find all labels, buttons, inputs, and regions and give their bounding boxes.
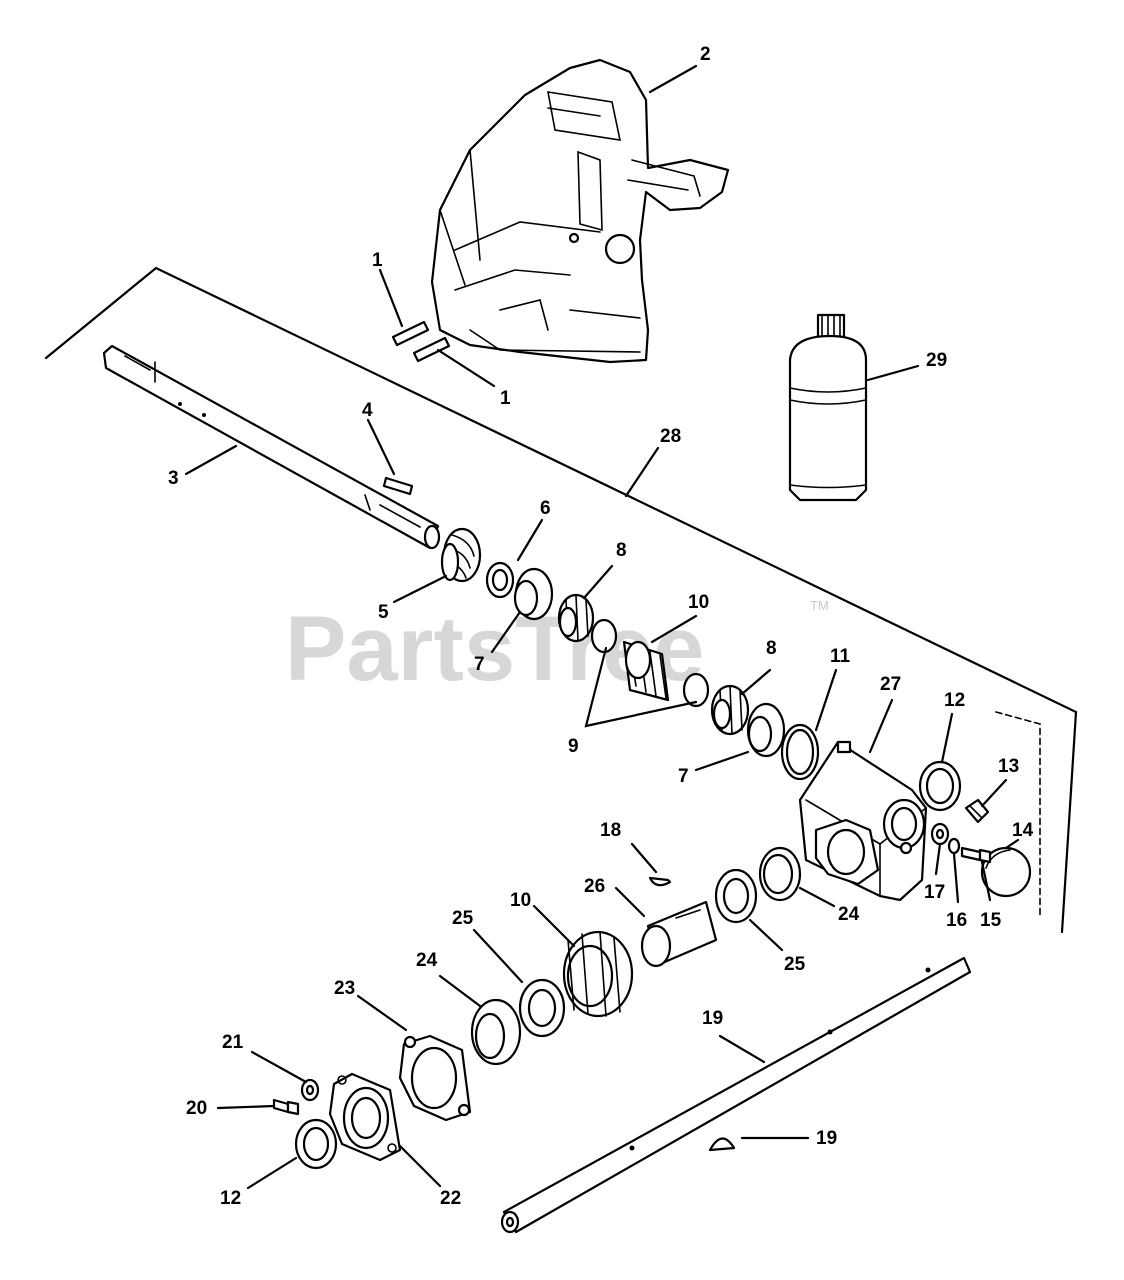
callout-10-lower: 10 <box>510 890 531 911</box>
callout-13: 13 <box>998 756 1019 777</box>
part-2-housing <box>430 58 730 364</box>
part-26-hub <box>640 900 718 968</box>
part-6-washer <box>485 561 515 599</box>
callout-26: 26 <box>584 876 605 897</box>
part-10-worm <box>622 640 670 702</box>
callout-5: 5 <box>378 602 389 623</box>
callout-20: 20 <box>186 1098 207 1119</box>
part-21-lockwasher <box>300 1078 320 1102</box>
callout-17: 17 <box>924 882 945 903</box>
callout-8-lower: 8 <box>766 638 777 659</box>
gearbox-assembly-bracket <box>44 266 1078 934</box>
callout-18: 18 <box>600 820 621 841</box>
part-11-snap-ring <box>780 723 820 781</box>
callout-24-lower: 24 <box>416 950 438 971</box>
callout-15: 15 <box>980 910 1002 931</box>
callout-19-upper: 19 <box>702 1008 723 1029</box>
callout-28: 28 <box>660 426 681 447</box>
callout-25-upper: 25 <box>784 954 806 975</box>
callout-12-lower: 12 <box>220 1188 241 1209</box>
part-24-bushing-upper <box>758 846 802 902</box>
callout-29: 29 <box>926 350 947 371</box>
part-16-lockwasher <box>947 837 961 855</box>
part-19-key <box>708 1137 736 1152</box>
callout-2: 2 <box>700 44 711 65</box>
callout-11: 11 <box>830 646 851 667</box>
part-8-bearing-cone-upper <box>557 593 595 643</box>
part-18-key <box>648 876 672 887</box>
part-12-seal-upper <box>918 760 962 812</box>
part-27-gear-housing <box>798 740 928 902</box>
callout-9: 9 <box>568 736 579 757</box>
part-29-lubricant-bottle <box>788 313 868 502</box>
callout-12-upper: 12 <box>944 690 965 711</box>
callout-19-lower: 19 <box>816 1128 837 1149</box>
callout-25-lower: 25 <box>452 908 474 929</box>
part-25-washer-lower <box>518 978 566 1038</box>
part-17-washer <box>930 822 950 846</box>
part-1-pins <box>391 320 451 363</box>
callout-labels: 1 1 2 3 4 5 6 7 7 8 8 9 10 10 11 12 12 1… <box>168 44 1034 1209</box>
part-5-worm-spring <box>440 527 482 583</box>
leader-lines <box>184 64 1020 1190</box>
part-19-output-shaft <box>500 956 972 1234</box>
watermark-trademark: TM <box>810 598 829 613</box>
callout-16: 16 <box>946 910 967 931</box>
callout-4: 4 <box>362 400 373 421</box>
part-3-input-shaft <box>102 344 441 550</box>
callout-7-lower: 7 <box>678 766 689 787</box>
part-23-gasket <box>398 1034 472 1122</box>
part-9-spacers <box>590 618 710 708</box>
part-8-bearing-cone-lower <box>710 684 750 736</box>
part-10-worm-gear <box>562 930 634 1018</box>
callout-22: 22 <box>440 1188 461 1209</box>
part-20-bolt <box>272 1098 300 1116</box>
part-24-bushing-lower <box>470 998 522 1066</box>
callout-1-lower: 1 <box>500 388 511 409</box>
callout-7-upper: 7 <box>474 654 485 675</box>
part-7-bearing-cup-upper <box>513 567 554 621</box>
callout-23: 23 <box>334 978 355 999</box>
part-22-flange <box>328 1072 402 1162</box>
callout-6: 6 <box>540 498 551 519</box>
callout-27: 27 <box>880 674 901 695</box>
callout-14: 14 <box>1012 820 1034 841</box>
callout-24-upper: 24 <box>838 904 860 925</box>
part-4-key <box>382 476 414 496</box>
callout-21: 21 <box>222 1032 244 1053</box>
callout-3: 3 <box>168 468 179 489</box>
part-15-screw <box>960 846 992 864</box>
part-25-washer-upper <box>714 868 758 924</box>
part-12-seal-lower <box>294 1118 338 1170</box>
part-7-bearing-cup-lower <box>746 702 786 758</box>
callout-1-upper: 1 <box>372 250 383 271</box>
callout-8-upper: 8 <box>616 540 627 561</box>
callout-10-upper: 10 <box>688 592 709 613</box>
